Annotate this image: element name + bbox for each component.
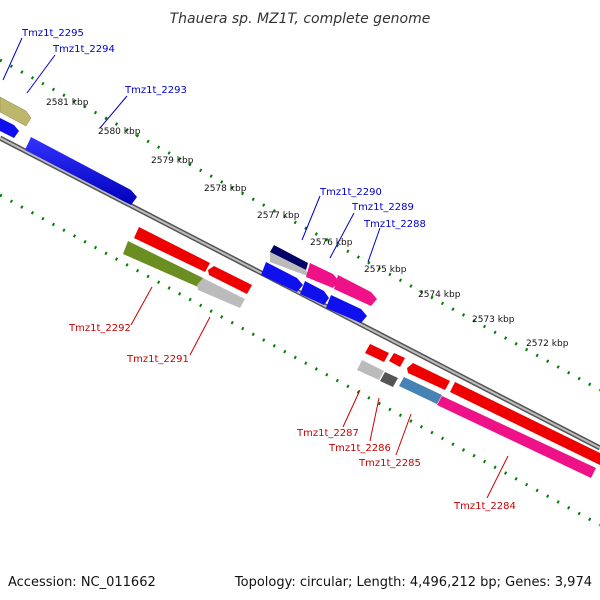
gene-feature[interactable] [270,252,310,277]
gene-feature[interactable] [380,372,398,387]
accession-text: Accession: NC_011662 [8,575,156,590]
tick-label: 2577 kbp [257,211,300,221]
gene-feature[interactable] [326,295,367,323]
gene-feature[interactable] [197,278,245,308]
gene-label[interactable]: Tmz1t_2291 [126,354,189,365]
gene-feature[interactable] [300,281,329,305]
genome-stats-text: Topology: circular; Length: 4,496,212 bp… [234,575,592,590]
gene-feature[interactable] [0,96,32,127]
gene-feature[interactable] [261,262,303,292]
tick-label: 2576 kbp [310,238,353,248]
tick-label: 2578 kbp [204,184,247,194]
tick-label: 2579 kbp [151,156,194,166]
forward-strand-genes [0,96,377,323]
gene-labels-top: Tmz1t_2295 Tmz1t_2294 Tmz1t_2293 Tmz1t_2… [21,28,426,230]
gene-feature[interactable] [357,360,384,380]
gene-label[interactable]: Tmz1t_2288 [363,219,426,230]
gene-label[interactable]: Tmz1t_2295 [21,28,84,39]
tick-label: 2574 kbp [418,290,461,300]
gene-label[interactable]: Tmz1t_2294 [52,44,115,55]
gene-feature[interactable] [270,245,308,270]
gene-feature[interactable] [134,227,210,272]
gene-feature[interactable] [389,353,405,367]
gene-feature[interactable] [450,382,600,465]
tick-track-outer [0,58,600,392]
gene-feature[interactable] [0,118,19,138]
gene-feature[interactable] [365,344,389,362]
tick-label: 2575 kbp [364,265,407,275]
label-leaders [2,37,509,499]
tick-label: 2580 kbp [98,127,141,137]
gene-labels-bottom: Tmz1t_2292 Tmz1t_2291 Tmz1t_2287 Tmz1t_2… [68,323,516,512]
gene-label[interactable]: Tmz1t_2292 [68,323,131,334]
tick-track-inner [0,193,600,527]
genome-backbone [0,135,600,451]
gene-label[interactable]: Tmz1t_2285 [358,458,421,469]
gene-feature[interactable] [334,275,377,306]
reverse-strand-genes [123,227,600,478]
gene-label[interactable]: Tmz1t_2293 [124,85,187,96]
tick-label: 2573 kbp [472,315,515,325]
gene-label[interactable]: Tmz1t_2286 [328,443,391,454]
map-title: Thauera sp. MZ1T, complete genome [170,11,431,27]
gene-label[interactable]: Tmz1t_2287 [296,428,359,439]
gene-feature[interactable] [123,241,203,287]
gene-feature[interactable] [407,363,450,390]
gene-label[interactable]: Tmz1t_2284 [453,501,516,512]
gene-feature[interactable] [437,396,596,478]
gene-feature[interactable] [25,137,137,205]
gene-label[interactable]: Tmz1t_2289 [351,202,414,213]
tick-label: 2572 kbp [526,339,569,349]
gene-feature[interactable] [208,266,252,294]
gene-label[interactable]: Tmz1t_2290 [319,187,382,198]
gene-feature[interactable] [399,377,442,404]
gene-feature[interactable] [306,263,339,288]
kbp-labels: 2581 kbp 2580 kbp 2579 kbp 2578 kbp 2577… [46,98,569,349]
tick-label: 2581 kbp [46,98,89,108]
